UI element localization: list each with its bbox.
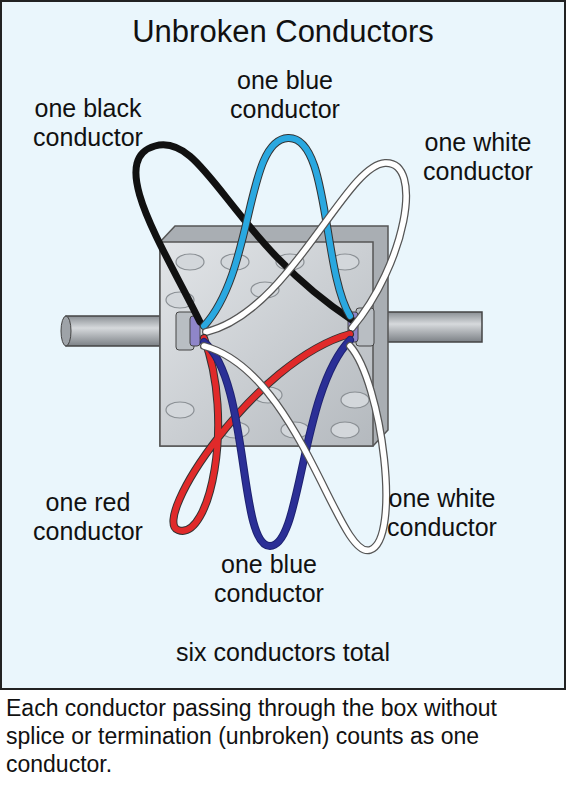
knockout xyxy=(331,422,359,438)
diagram-title: Unbroken Conductors xyxy=(0,14,566,50)
caption: Each conductor passing through the box w… xyxy=(6,694,562,778)
conductor-label: one white conductor xyxy=(372,484,512,542)
conductor-label: one red conductor xyxy=(8,488,168,546)
conductor-label: one blue conductor xyxy=(184,550,354,608)
knockout xyxy=(341,392,369,408)
total-note: six conductors total xyxy=(0,638,566,667)
knockout xyxy=(166,402,194,418)
conductor-label: one white conductor xyxy=(398,128,558,186)
conductor-label: one black conductor xyxy=(8,94,168,152)
knockout xyxy=(176,254,204,270)
conductor-label: one blue conductor xyxy=(200,66,370,124)
